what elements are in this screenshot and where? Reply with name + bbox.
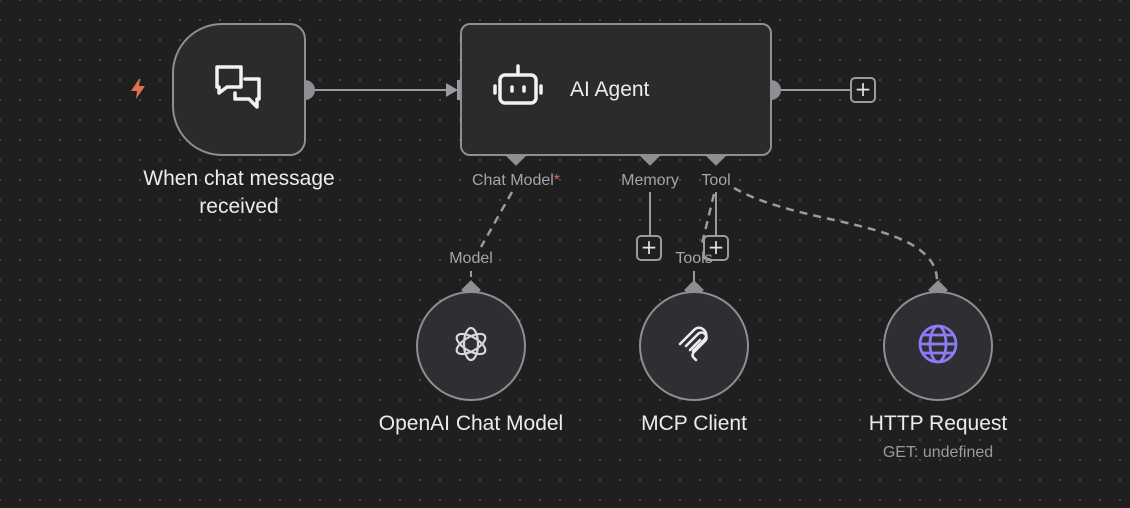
mcp-tools-handle-label: Tools (675, 250, 713, 267)
tool-handle-label: Tool (701, 172, 731, 189)
openai-model-handle-label: Model (449, 250, 493, 267)
http-node-sublabel: GET: undefined (882, 444, 994, 461)
chat-model-handle-label: Chat Model* (471, 172, 561, 189)
trigger-node-label: When chat message received (143, 167, 335, 218)
agent-node-title: AI Agent (570, 77, 650, 101)
add-tool-button[interactable]: + (703, 235, 729, 261)
connection-arrow (446, 83, 458, 97)
ai-agent-node[interactable]: AI Agent (460, 23, 772, 156)
lightning-bolt-icon (126, 77, 150, 106)
robot-icon (492, 63, 544, 116)
chat-bubbles-icon (211, 59, 267, 120)
http-request-node[interactable] (883, 291, 993, 401)
add-memory-button[interactable]: + (636, 235, 662, 261)
globe-icon (916, 322, 960, 371)
chat-trigger-node[interactable] (172, 23, 306, 156)
http-node-label: HTTP Request (868, 412, 1008, 435)
chat-model-dashed-connection[interactable] (479, 191, 514, 248)
tool-to-http-dashed-connection[interactable] (733, 186, 939, 283)
mcp-client-node[interactable] (639, 291, 749, 401)
required-marker: * (553, 172, 561, 189)
mcp-node-label: MCP Client (641, 412, 747, 435)
openai-node-label: OpenAI Chat Model (378, 412, 564, 435)
memory-handle-label: Memory (621, 172, 679, 189)
agent-add-next-node-button[interactable]: + (850, 77, 876, 103)
openai-logo-icon (449, 322, 493, 371)
mcp-logo-icon (674, 324, 714, 369)
openai-chat-model-node[interactable] (416, 291, 526, 401)
